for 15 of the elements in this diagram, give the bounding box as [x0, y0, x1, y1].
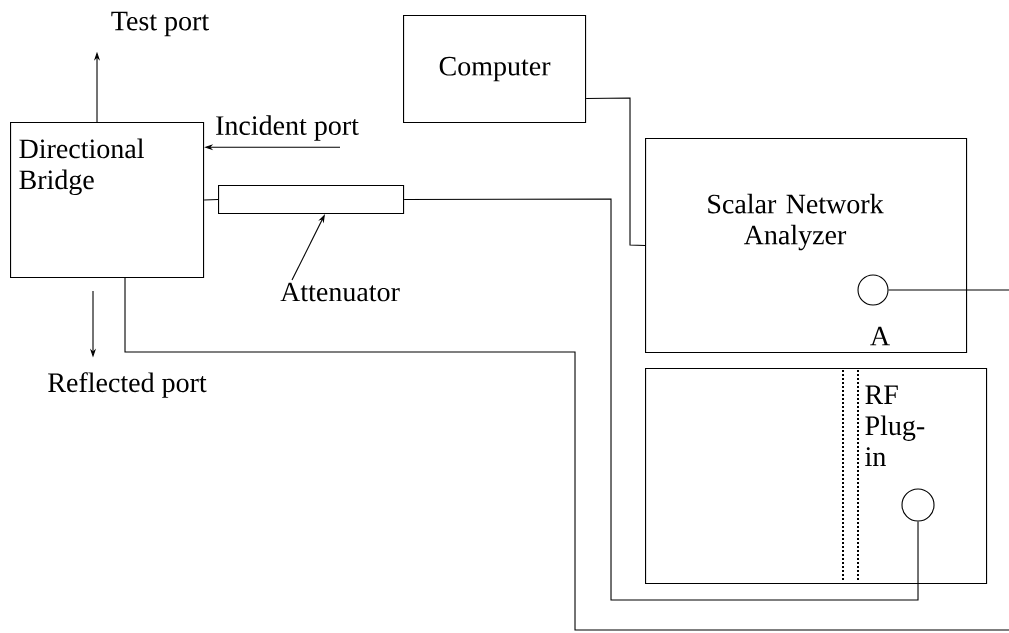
attenuator-box [218, 185, 405, 215]
plug-in-box: RF Plug-in [645, 368, 988, 585]
port-label: Test port [111, 11, 209, 37]
cable [124, 277, 1009, 631]
cable [585, 97, 646, 247]
computer-box: Computer [403, 15, 587, 124]
cable [403, 198, 919, 601]
attenuator-label: Attenuator [280, 282, 400, 302]
connector-line [203, 199, 219, 201]
port-label: Incident port [216, 115, 359, 141]
port-label: A [870, 326, 890, 346]
port-circle [901, 488, 935, 522]
cable [888, 289, 1009, 291]
port-label: Reflected port [48, 372, 207, 398]
bridge-box: Directional Bridge [10, 122, 205, 279]
